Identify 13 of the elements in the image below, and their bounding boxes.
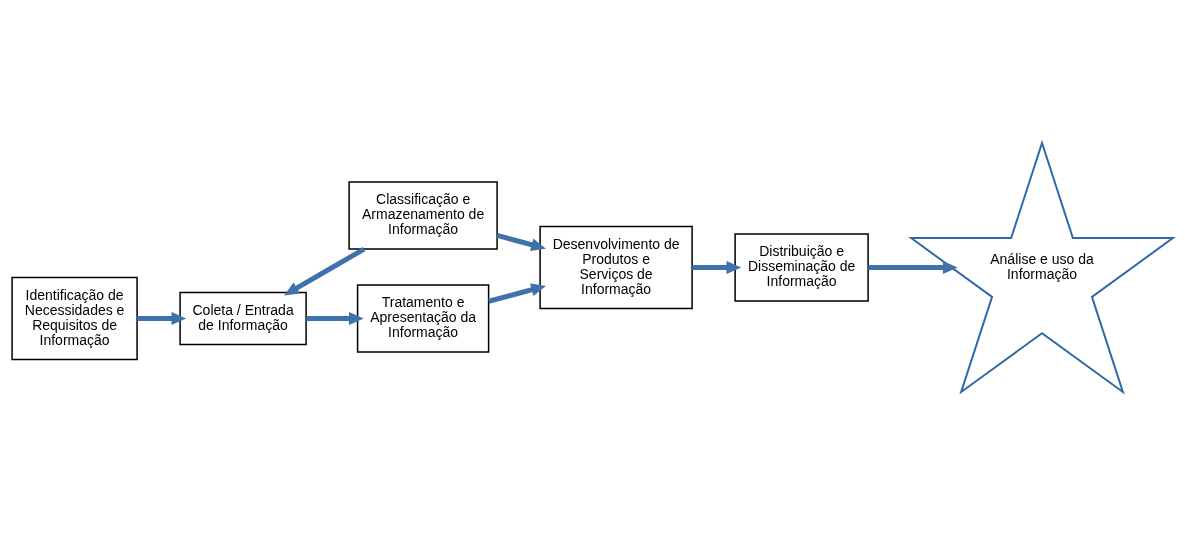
arrow xyxy=(306,311,364,325)
node-box: Tratamento e Apresentação da Informação xyxy=(356,283,490,353)
arrow xyxy=(284,246,366,295)
node-box: Distribuição e Disseminação de Informação xyxy=(734,232,869,302)
node-box: Classificação e Armazenamento de Informação xyxy=(348,180,498,250)
arrow xyxy=(496,232,546,251)
node-box: Coleta / Entrada de Informação xyxy=(179,291,307,345)
node-box: Identificação de Necessidades e Requisitos de Informação xyxy=(11,276,138,360)
arrow xyxy=(137,311,187,325)
arrow xyxy=(488,283,546,304)
arrow xyxy=(868,260,958,274)
node-box: Desenvolvimento de Produtos e Serviços de Informação xyxy=(539,225,693,309)
arrow xyxy=(692,260,742,274)
